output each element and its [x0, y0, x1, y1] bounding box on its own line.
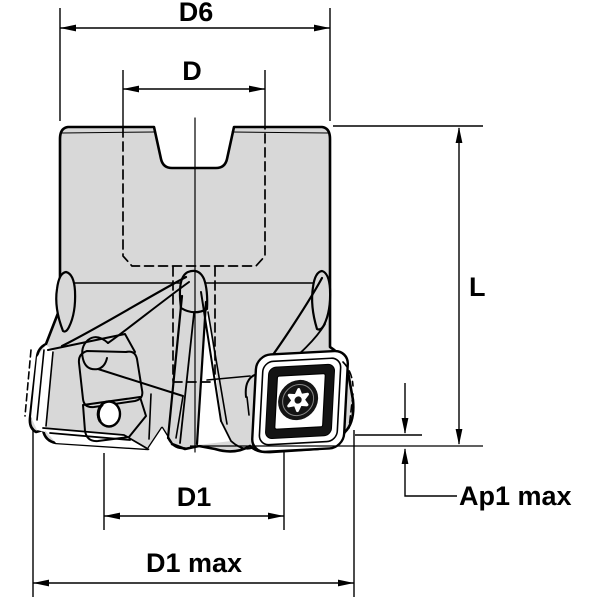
dim-d1-max-extensions [32, 428, 355, 597]
dim-d6-arrow-right [314, 24, 330, 32]
dim-ap1-arrow-up [401, 448, 409, 464]
dimensions: D6 D L Ap1 max [32, 0, 572, 597]
dim-d1-label: D1 [177, 482, 212, 512]
dim-d6-arrow-left [60, 24, 76, 32]
dim-d1-arrow-right [268, 512, 284, 520]
dim-d1: D1 [103, 450, 285, 530]
center-flute-blade [166, 269, 253, 450]
top-chamfer-lines [61, 131, 329, 134]
dim-d-arrow-right [249, 85, 265, 93]
screw-hole-shadow [96, 403, 104, 423]
dim-l-arrow-bottom [455, 429, 463, 445]
insert-housing-band [258, 357, 342, 446]
dim-d1-max-arrow-left [33, 579, 49, 587]
dim-d6-label: D6 [179, 0, 214, 27]
dim-d1-max: D1 max [32, 428, 355, 597]
dim-ap1-max-label: Ap1 max [459, 481, 572, 511]
dim-l-label: L [469, 272, 486, 302]
dim-d-label: D [182, 56, 202, 86]
torx-screw-icon [278, 379, 319, 421]
dim-l: L [190, 125, 486, 447]
left-insert-pocket [36, 333, 149, 450]
dim-d-arrow-left [123, 85, 139, 93]
dim-d1-max-label: D1 max [146, 548, 242, 578]
dim-d6: D6 [59, 0, 331, 121]
dim-d1-max-arrow-right [338, 579, 354, 587]
right-insert [251, 349, 349, 454]
dim-ap1-max: Ap1 max [355, 383, 572, 511]
dim-l-arrow-top [455, 127, 463, 143]
dim-d6-extensions [59, 8, 331, 121]
left-insert-edge [42, 427, 149, 450]
dim-d: D [122, 56, 266, 126]
hidden-bore-lines [122, 127, 266, 383]
dim-ap1-arrow-down [401, 418, 409, 434]
left-flute-lobe [55, 270, 77, 333]
dim-d1-arrow-left [104, 512, 120, 520]
cutter-body [24, 117, 355, 454]
hidden-pocket-lines [24, 349, 354, 429]
dim-ap1-arrow-shaft-bottom [404, 449, 457, 497]
dim-d-extensions [122, 70, 266, 126]
